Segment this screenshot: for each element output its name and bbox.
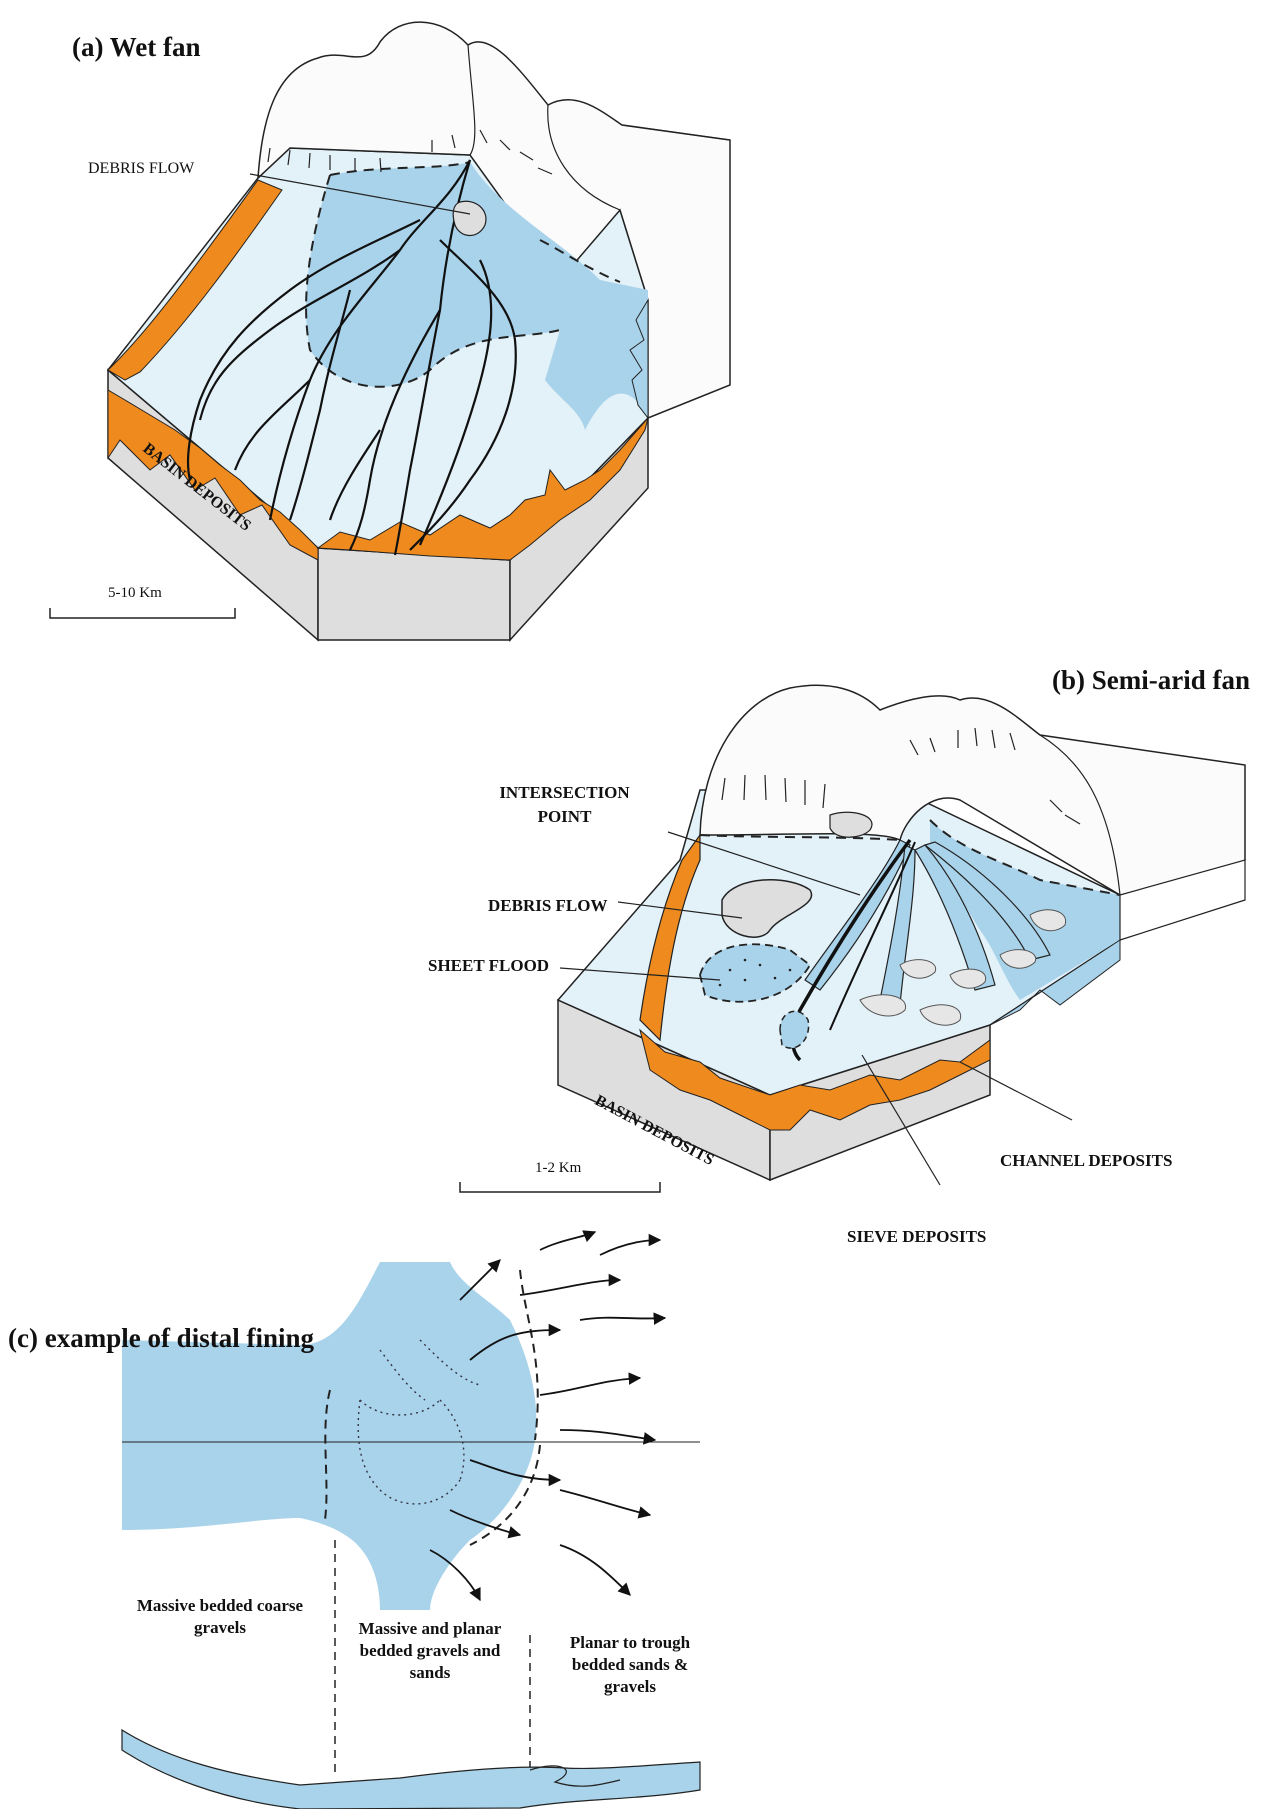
cross-section bbox=[122, 1730, 700, 1809]
callout-debris-flow-b: DEBRIS FLOW bbox=[488, 895, 608, 916]
zone-label-3: Planar to trough bedded sands & gravels bbox=[555, 1632, 705, 1698]
scale-label-b: 1-2 Km bbox=[535, 1160, 581, 1177]
block-a-front-face bbox=[318, 548, 510, 640]
scale-bar-a bbox=[50, 608, 235, 618]
zone-label-1: Massive bedded coarse gravels bbox=[135, 1595, 305, 1639]
plan-view-fan bbox=[122, 1262, 536, 1610]
panel-b-title: (b) Semi-arid fan bbox=[1052, 665, 1250, 696]
panel-a-block-diagram bbox=[50, 22, 730, 640]
panel-b-block-diagram bbox=[460, 685, 1245, 1192]
callout-channel-deposits: CHANNEL DEPOSITS bbox=[1000, 1150, 1172, 1171]
panel-a-title: (a) Wet fan bbox=[72, 32, 201, 63]
scale-label-a: 5-10 Km bbox=[108, 585, 162, 602]
callout-sieve-deposits: SIEVE DEPOSITS bbox=[847, 1226, 986, 1247]
callout-intersection-1: INTERSECTION bbox=[482, 782, 647, 803]
panel-c-diagram bbox=[122, 1232, 700, 1809]
zone-label-2: Massive and planar bedded gravels and sa… bbox=[345, 1618, 515, 1684]
scale-bar-b bbox=[460, 1182, 660, 1192]
panel-c-title: (c) example of distal fining bbox=[8, 1323, 314, 1354]
callout-intersection-2: POINT bbox=[482, 806, 647, 827]
callout-debris-flow-a: DEBRIS FLOW bbox=[88, 158, 194, 179]
callout-sheet-flood: SHEET FLOOD bbox=[428, 955, 549, 976]
